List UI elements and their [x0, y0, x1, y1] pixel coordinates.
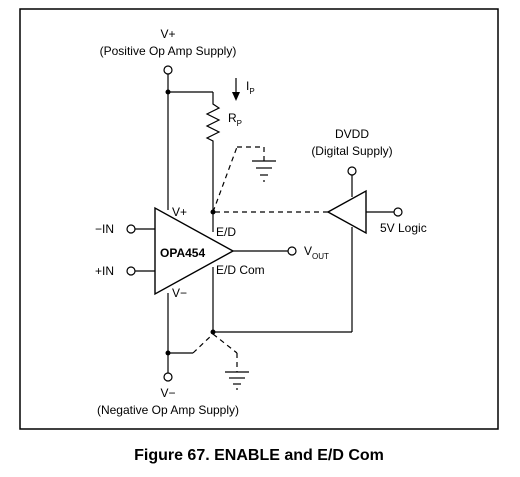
- opamp-vplus-label: V+: [172, 205, 187, 219]
- ip-arrow-head: [232, 92, 240, 101]
- vplus-terminal: [163, 65, 173, 75]
- ip-label: IP: [246, 79, 255, 96]
- vout-terminal: [287, 246, 297, 256]
- dvdd-terminal: [347, 166, 357, 176]
- ed-dashed-switch: [212, 146, 238, 213]
- negative-supply-label: (Negative Op Amp Supply): [97, 403, 239, 417]
- digital-supply-label: (Digital Supply): [311, 144, 392, 158]
- opamp-part-label: OPA454: [160, 246, 205, 260]
- logic-buffer-symbol: [326, 189, 367, 235]
- vout-label: VOUT: [304, 244, 329, 261]
- vplus-top-label: V+: [160, 27, 175, 41]
- figure-border: [19, 8, 499, 430]
- ed-label: E/D: [216, 225, 236, 239]
- edcom-dashed-switch: [192, 333, 214, 354]
- edcom-label: E/D Com: [216, 263, 265, 277]
- plus-in-label: +IN: [95, 264, 114, 278]
- rp-label: RP: [228, 111, 242, 128]
- figure-caption: Figure 67. ENABLE and E/D Com: [134, 447, 384, 464]
- rp-resistor: [205, 92, 221, 212]
- digital-ground-symbol-bottom: [225, 371, 249, 390]
- opamp-symbol: [154, 206, 235, 296]
- opamp-vminus-label: V−: [172, 286, 187, 300]
- logic-input-terminal: [393, 207, 403, 217]
- plus-in-terminal: [126, 266, 136, 276]
- dvdd-label: DVDD: [335, 127, 369, 141]
- vminus-terminal: [163, 372, 173, 382]
- minus-in-label: −IN: [95, 222, 114, 236]
- minus-in-terminal: [126, 224, 136, 234]
- edcom-dashed-to-ground: [212, 333, 238, 354]
- logic-label: 5V Logic: [380, 221, 427, 235]
- positive-supply-label: (Positive Op Amp Supply): [100, 44, 237, 58]
- vminus-bottom-label: V−: [160, 386, 175, 400]
- digital-ground-symbol-top: [252, 160, 276, 182]
